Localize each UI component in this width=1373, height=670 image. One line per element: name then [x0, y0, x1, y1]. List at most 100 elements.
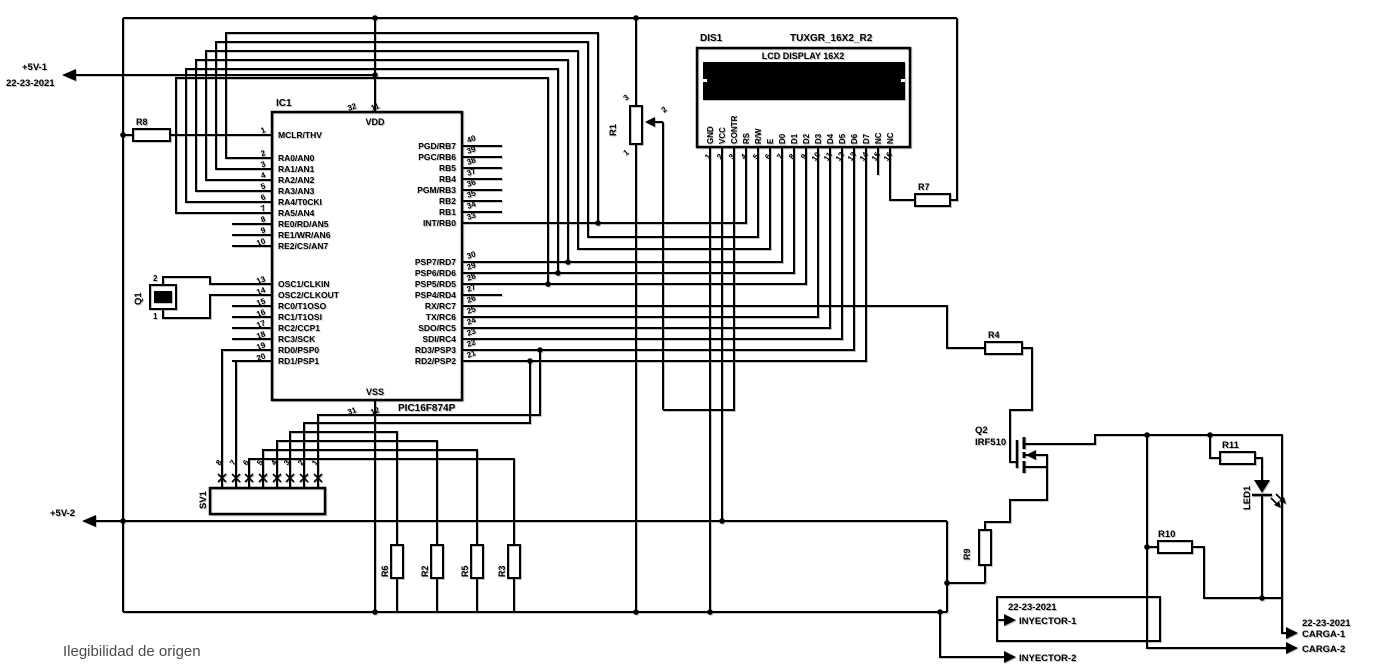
sv1-pin-number: 7: [228, 458, 238, 467]
junction-dot: [372, 72, 378, 78]
lcd-pin-number: 6: [763, 152, 773, 161]
wire: [205, 50, 771, 250]
wire: [225, 32, 747, 224]
sv1-pin-number: 1: [310, 458, 320, 467]
r8-label: R8: [136, 117, 148, 127]
lcd-pin-number: 1: [703, 152, 713, 161]
pot-wiper-arrow: [645, 117, 655, 127]
ic1-pin-number: 15: [255, 296, 267, 308]
lcd-pin-name: GND: [706, 126, 715, 144]
ic1-pin-number: 3: [259, 159, 267, 169]
ic1-pin-number: 2: [259, 148, 267, 158]
junction-dot: [555, 270, 561, 276]
wire: [502, 162, 867, 362]
carga1-label: CARGA-1: [1302, 629, 1346, 640]
wire: [262, 449, 478, 545]
ic1-pin-label: RB2: [439, 196, 456, 206]
lcd-pin-number: 12: [834, 150, 847, 163]
r5-label: R5: [460, 565, 470, 577]
sv1-pin-number: 2: [296, 458, 306, 467]
ic1-pin-number: 6: [259, 192, 267, 202]
ic1-pin-number: 28: [466, 271, 478, 283]
wire: [232, 360, 237, 470]
ic1-pin-label: PSP7/RD7: [415, 257, 456, 267]
ic1-pin-label: RB4: [439, 174, 456, 184]
wire: [502, 162, 831, 329]
wire: [248, 458, 515, 545]
wire: [1025, 434, 1286, 634]
ic1-vss-label: VSS: [366, 387, 384, 397]
ic1-body: [270, 110, 464, 402]
ic1-pin-label: RE2/CS/AN7: [278, 241, 328, 251]
ic1-pin-number: 8: [259, 214, 267, 224]
led1-ref: LED1: [1242, 485, 1253, 510]
junction-dot: [633, 15, 639, 21]
lcd-pin-number: 15: [870, 150, 883, 163]
wire: [1192, 546, 1282, 599]
wire: [215, 41, 759, 238]
wire: [984, 466, 1048, 530]
junction-dot: [372, 609, 378, 615]
ic1-pin-label: RA2/AN2: [278, 175, 315, 185]
ic1-pin-label: SDO/RC5: [418, 323, 456, 333]
lcd-pin-name: CONTR: [730, 115, 739, 144]
output-arrow: [1286, 627, 1298, 639]
output-arrow: [1286, 642, 1298, 654]
ic1-pin-label: RB5: [439, 163, 456, 173]
wire: [175, 77, 807, 285]
wire: [303, 361, 531, 470]
wire: [939, 612, 1004, 658]
ic1-part: PIC16F874P: [398, 403, 456, 414]
crystal-q1-body: [149, 284, 177, 310]
lcd-pin-number: 11: [822, 150, 835, 163]
symbol-stroke: [258, 473, 268, 483]
r1-pin-number: 1: [622, 147, 632, 157]
lcd-part: TUXGR_16X2_R2: [790, 33, 873, 44]
ic1-ref: IC1: [276, 98, 292, 109]
junction-dot: [719, 518, 725, 524]
ic1-pin-number: 24: [466, 315, 478, 327]
wire: [663, 162, 735, 411]
inyector-date: 22-23-2021: [1008, 602, 1057, 613]
ic1-pin-number: 14: [255, 285, 267, 297]
symbol-stroke: [231, 473, 241, 483]
wire: [502, 305, 985, 349]
lcd-pin-name: D1: [790, 133, 799, 144]
inyector2-label: INYECTOR-2: [1019, 653, 1076, 664]
lcd-pin-name: D2: [802, 133, 811, 144]
led-light-arrow: [1279, 497, 1286, 504]
ic1-pin-number: 17: [255, 318, 267, 330]
lcd-pin-name: D3: [814, 133, 823, 144]
wire: [162, 294, 232, 319]
resistor-r4: [984, 341, 1023, 355]
output-arrow: [1004, 651, 1016, 663]
ic1-pin-label: RA3/AN3: [278, 186, 315, 196]
symbol-stroke: [244, 473, 254, 483]
ic1-pin-number: 35: [466, 188, 478, 200]
lcd-pin-number: 16: [882, 150, 895, 163]
ic1-pin-number: 31: [346, 405, 358, 417]
r10-label: R10: [1158, 529, 1175, 540]
ic1-pin-label: RC0/T1OSO: [278, 301, 327, 311]
lcd-pin-name: D6: [850, 133, 859, 144]
q1-ref: Q1: [133, 292, 144, 305]
junction-dot: [565, 259, 571, 265]
junction-dot: [1207, 432, 1213, 438]
lcd-ref: DIS1: [700, 33, 723, 44]
sv1-pin-number: 4: [269, 458, 279, 467]
ic1-pin-number: 26: [466, 293, 478, 305]
lcd-pin-name: R/W: [754, 128, 763, 144]
led1-triangle: [1254, 480, 1270, 493]
plus5v2-label: +5V-2: [50, 508, 75, 519]
ic1-pin-number: 40: [466, 133, 478, 145]
ic1-pin-number: 4: [259, 170, 267, 180]
q2-ref: Q2: [975, 425, 988, 436]
r11-label: R11: [1222, 440, 1240, 451]
junction-dot: [537, 347, 543, 353]
lcd-pin-name: D4: [826, 133, 835, 144]
r6-label: R6: [380, 565, 390, 577]
sv1-pin-number: 5: [255, 458, 265, 467]
sv1-pin-number: 3: [282, 458, 292, 467]
ic1-pin-number: 37: [466, 166, 478, 178]
lcd-pin-name: RS: [742, 132, 751, 144]
